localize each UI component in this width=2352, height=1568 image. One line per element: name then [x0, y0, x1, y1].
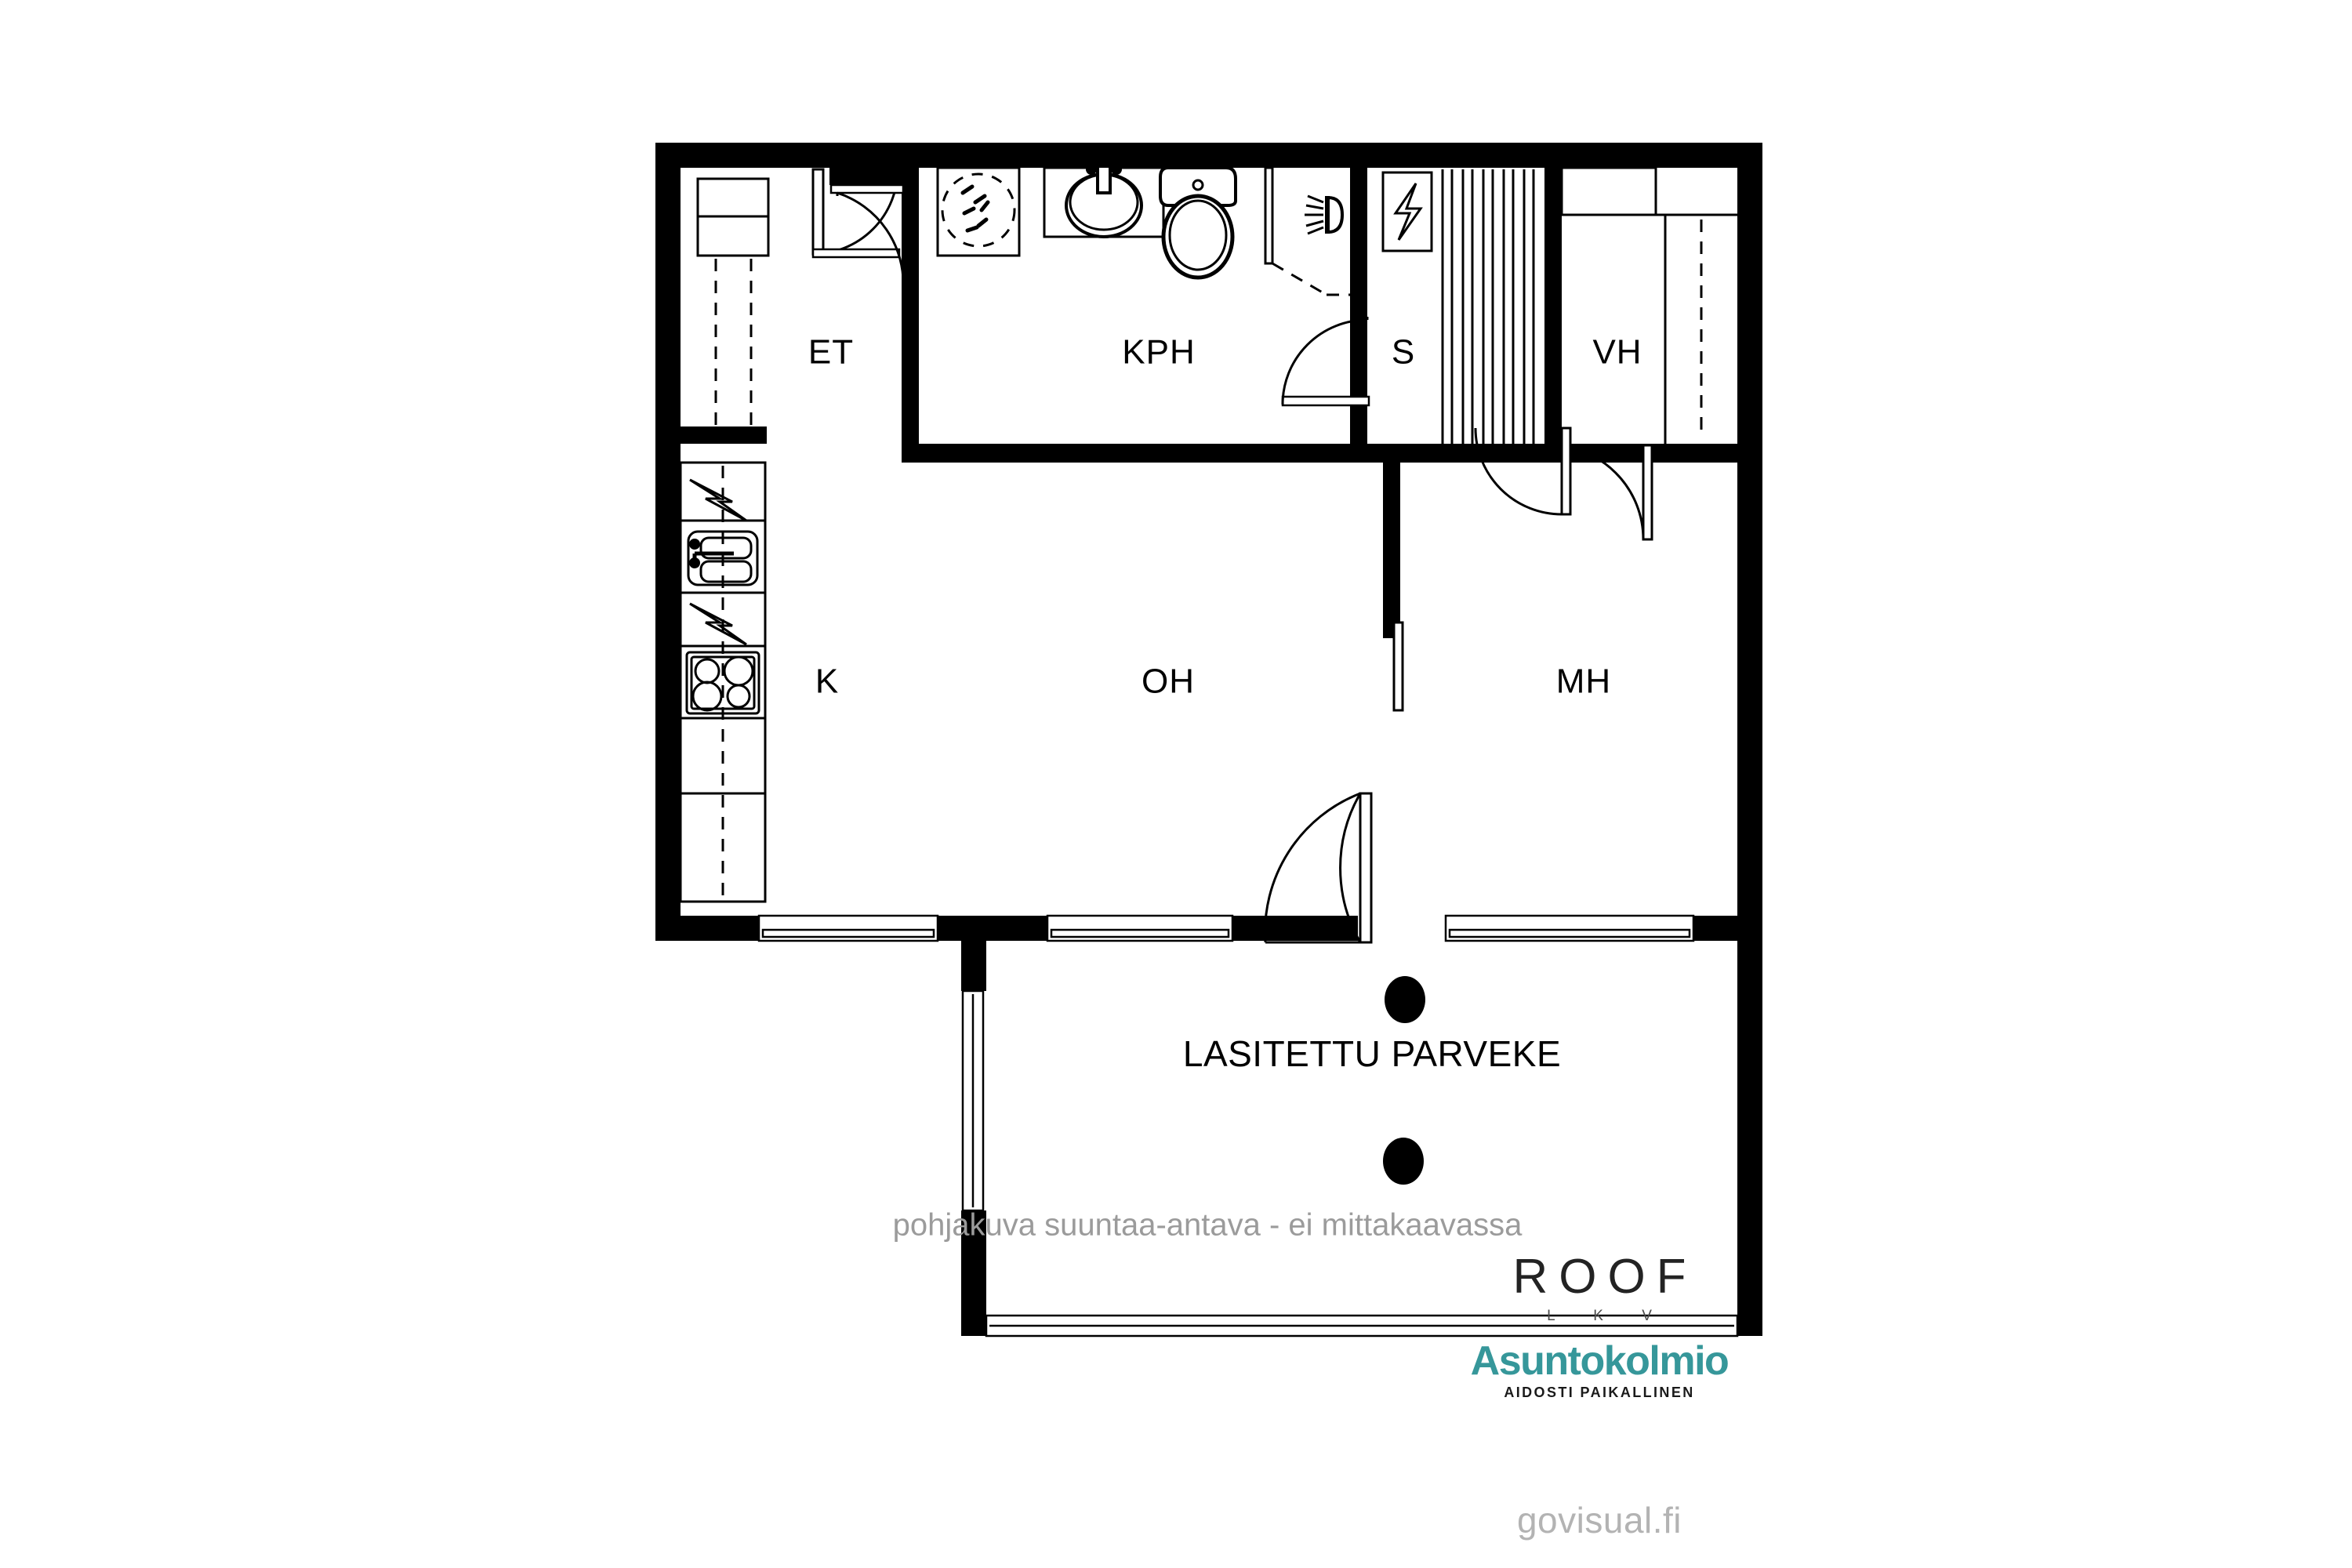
lightning-bolt-icon-sauna [1393, 183, 1423, 241]
balcony-door [1264, 792, 1373, 944]
room-label-kph: KPH [1122, 333, 1195, 372]
sauna-door [1281, 317, 1370, 407]
shower-head-icon [1305, 194, 1345, 235]
interior-walls [681, 168, 1762, 638]
balcony-label: LASITETTU PARVEKE [1183, 1033, 1561, 1074]
balcony-post-upper [1385, 976, 1425, 1023]
balcony-structure [961, 941, 1762, 1338]
asuntokolmio-tagline: AIDOSTI PAIKALLINEN [1504, 1385, 1695, 1400]
et-inner-door [829, 183, 905, 289]
lightning-bolt-icon-kitchen-1 [689, 478, 747, 522]
roof-logo-text: ROOF [1512, 1250, 1697, 1304]
room-label-et: ET [808, 333, 854, 372]
entry-wardrobe [696, 168, 770, 426]
room-label-k: K [815, 662, 839, 701]
roof-logo-subtitle: L K V [1547, 1308, 1669, 1324]
govisual-watermark: govisual.fi [1516, 1500, 1682, 1541]
sauna-benches [1441, 169, 1535, 444]
brand-block: ROOF L K V Asuntokolmio AIDOSTI PAIKALLI… [1435, 1250, 1764, 1400]
balcony-post-lower [1383, 1138, 1424, 1185]
mh-entry-door [1474, 426, 1572, 516]
room-label-oh: OH [1142, 662, 1195, 701]
room-label-vh: VH [1592, 333, 1642, 372]
asuntokolmio-logo: Asuntokolmio AIDOSTI PAIKALLINEN [1435, 1341, 1764, 1399]
window-group-bottom [757, 914, 1695, 942]
kph-fixtures [936, 164, 1350, 296]
room-label-mh: MH [1556, 662, 1611, 701]
kitchen-units [679, 461, 767, 903]
room-labels: ET KPH S VH K OH MH [808, 333, 1642, 701]
vh-wardrobe [1560, 166, 1737, 444]
room-label-s: S [1392, 333, 1415, 372]
scale-disclaimer: pohjakuva suuntaa-antava - ei mittakaava… [893, 1208, 1523, 1243]
asuntokolmio-name: Asuntokolmio [1470, 1338, 1730, 1384]
lightning-bolt-icon-kitchen-2 [689, 602, 747, 646]
sauna-equipment [1305, 169, 1535, 444]
outer-walls [655, 143, 1762, 941]
mh-sliding-door [1392, 621, 1404, 712]
